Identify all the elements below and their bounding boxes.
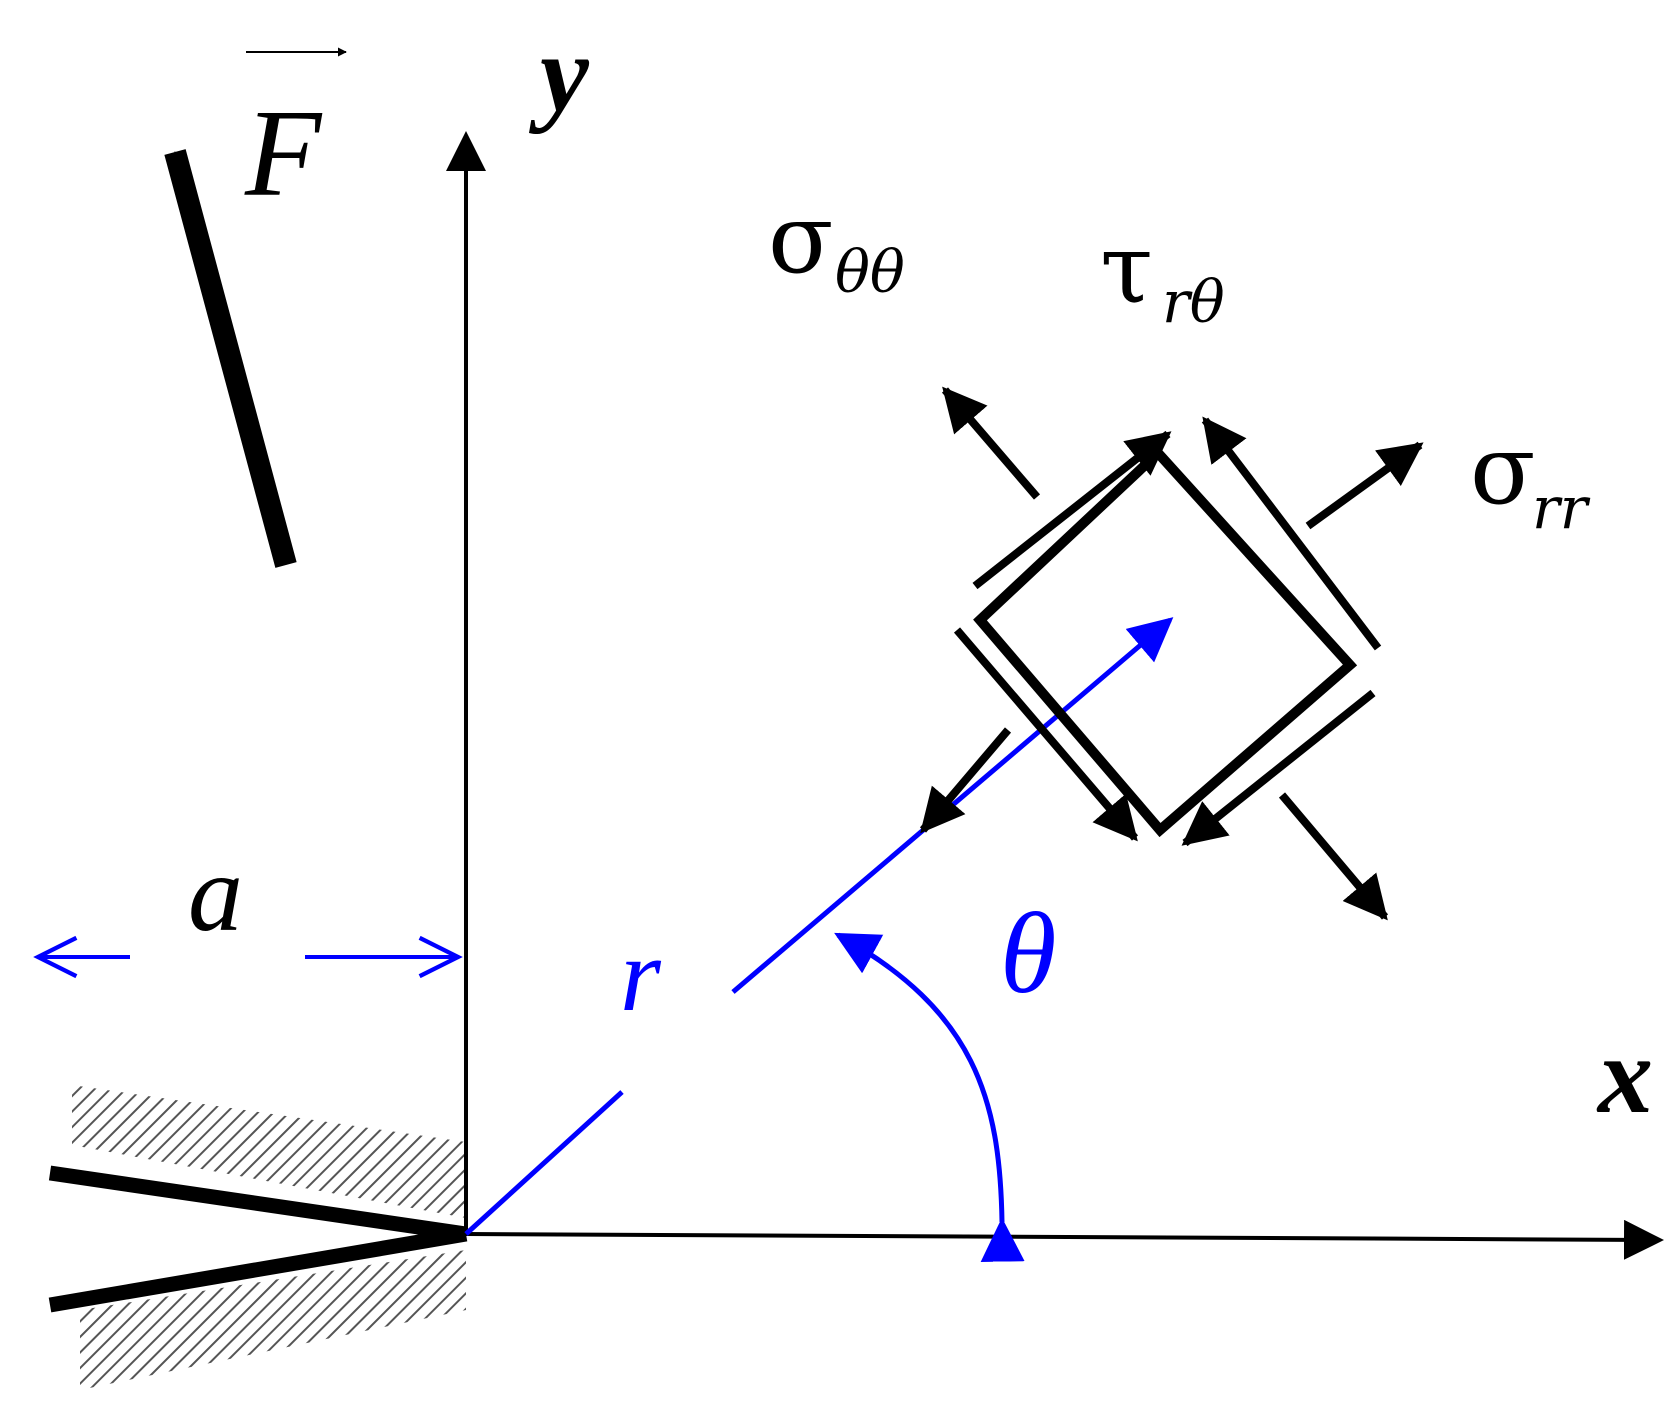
x-axis bbox=[465, 1219, 1664, 1260]
shear-arrow-upper-right bbox=[1201, 416, 1382, 651]
hoop-stress-subscript: θθ bbox=[835, 238, 905, 306]
force-arrow bbox=[164, 149, 297, 568]
lower-crack-hatch bbox=[80, 1250, 466, 1390]
hoop-stress-arrow-upper bbox=[941, 386, 1041, 500]
upper-crack-face bbox=[48, 1165, 468, 1242]
angle-arc bbox=[834, 932, 1025, 1262]
radial-stress-arrow-lower bbox=[919, 727, 1012, 834]
radius-label: r bbox=[620, 916, 662, 1033]
upper-crack-hatch bbox=[72, 1085, 466, 1218]
angle-label: θ bbox=[1000, 890, 1057, 1017]
x-axis-label: x bbox=[1596, 1014, 1653, 1136]
shear-arrow-upper-left bbox=[972, 430, 1172, 590]
stress-element bbox=[973, 445, 1358, 838]
hoop-stress-arrow-lower bbox=[1278, 792, 1389, 921]
radial-stress-subscript: rr bbox=[1532, 474, 1591, 542]
hoop-stress-symbol: σ bbox=[768, 183, 834, 295]
shear-arrow-lower-left bbox=[953, 627, 1139, 842]
radial-stress-arrow-upper bbox=[1305, 441, 1424, 530]
shear-arrow-lower-right bbox=[1181, 689, 1376, 847]
radial-stress-symbol: σ bbox=[1470, 414, 1536, 526]
shear-stress-subscript: rθ bbox=[1162, 268, 1225, 336]
lower-crack-face bbox=[48, 1226, 468, 1313]
shear-stress-symbol: τ bbox=[1100, 213, 1153, 325]
radius-line-lower bbox=[464, 1090, 624, 1236]
force-label: F bbox=[244, 85, 323, 223]
y-axis-label: y bbox=[528, 12, 590, 134]
crack-length-label: a bbox=[188, 832, 243, 954]
